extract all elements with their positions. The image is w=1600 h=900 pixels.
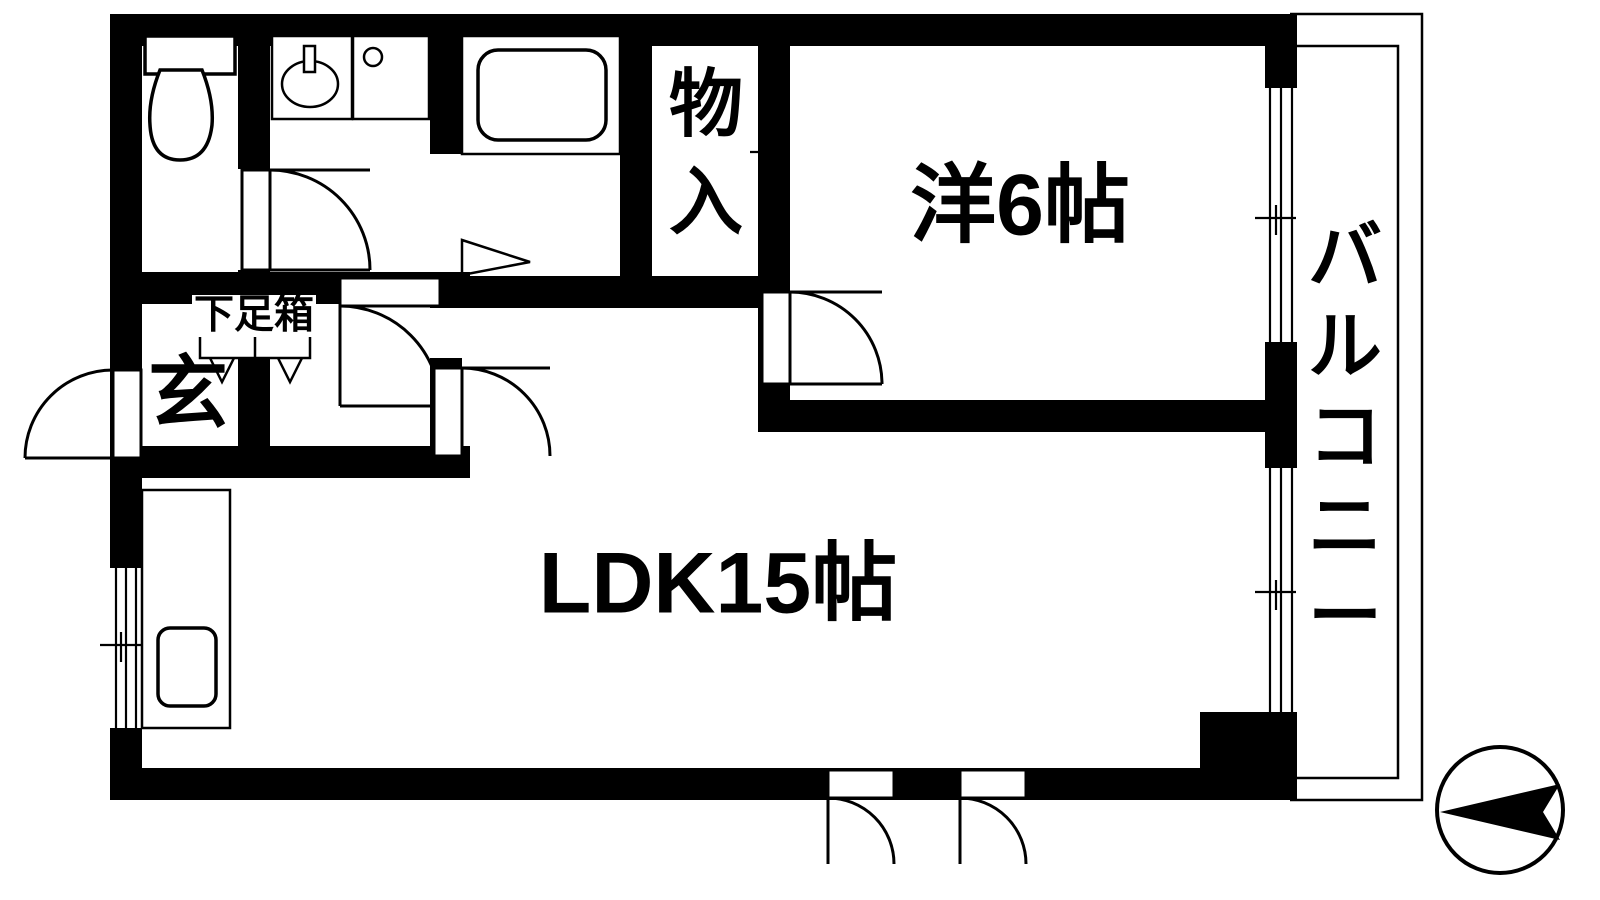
washing-machine-outline — [351, 34, 431, 121]
balcony-outline — [1290, 12, 1424, 802]
room-label-western: 洋6帖 — [910, 158, 1130, 254]
room-label-shoe-box: 下足箱 — [194, 293, 314, 337]
wall-hall-bottom — [110, 446, 470, 478]
toilet-door-leaf[interactable] — [240, 168, 272, 272]
balcony-inner-edge — [1297, 44, 1400, 780]
room-label-storage-char1: 物 — [669, 63, 743, 146]
balcony-outer-edge — [1290, 12, 1424, 802]
wall-bath-right — [620, 14, 652, 276]
washbasin-fixture — [270, 34, 354, 121]
room-label-entrance: 玄 — [148, 349, 228, 438]
washing-machine-space — [351, 34, 431, 121]
balcony-label-char-0: バ — [1308, 215, 1382, 298]
bathtub-basin — [476, 48, 608, 142]
wall-entrance-frame-top — [110, 340, 142, 370]
ldk-bottom-door-right-swing — [959, 796, 1028, 865]
balcony-label-char-2: コ — [1308, 395, 1382, 478]
kitchen-sink-basin — [156, 626, 218, 708]
hall-ldk-door-leaf[interactable] — [432, 366, 464, 458]
entrance-door-leaf[interactable] — [111, 368, 143, 460]
shoe-box-label-bg — [192, 295, 316, 337]
wall-ldk-notch — [1200, 712, 1297, 800]
ldk-bottom-door-left-leaf[interactable] — [826, 768, 896, 800]
room-label-ldk: LDK15帖 — [539, 536, 897, 632]
compass-needle-west — [1440, 784, 1560, 840]
balcony-label-char-1: ル — [1308, 305, 1382, 388]
bedroom-door[interactable] — [760, 290, 884, 386]
ldk-bottom-door-right-leaf[interactable] — [958, 768, 1028, 800]
washbasin-faucet — [302, 44, 317, 74]
drain-hole — [362, 46, 384, 68]
compass-rose — [1435, 745, 1565, 875]
wall-right-top — [1265, 14, 1297, 88]
toilet-bowl — [147, 68, 215, 162]
toilet-door[interactable] — [240, 168, 372, 272]
kitchen-sink-fixture — [140, 488, 232, 730]
washroom-hall-door[interactable] — [338, 276, 442, 408]
hall-ldk-door[interactable] — [432, 366, 552, 458]
wall-bottom-exterior — [110, 768, 1295, 800]
balcony-label-char-3: ニ — [1308, 485, 1382, 568]
entrance-door-swing-arc — [23, 368, 114, 459]
bath-folding-door[interactable] — [460, 238, 531, 277]
toilet-door-swing-arc — [269, 168, 372, 271]
storage-sliding-doors[interactable] — [750, 36, 790, 272]
wall-toilet-right-upper — [238, 14, 270, 169]
bedroom-door-swing — [789, 290, 884, 385]
room-label-storage-char2: 入 — [669, 161, 743, 244]
balcony-label-char-4: ー — [1308, 575, 1382, 658]
washroom-hall-door-swing — [339, 304, 442, 407]
bedroom-door-leaf[interactable] — [760, 290, 792, 386]
wall-bedroom-bottom — [758, 400, 1297, 432]
entrance-door[interactable] — [23, 368, 143, 460]
wall-washroom-right-upper — [430, 14, 462, 154]
washroom-hall-door-leaf[interactable] — [338, 276, 442, 308]
toilet-fixture — [143, 34, 237, 162]
wall-storage-right — [758, 14, 790, 308]
ldk-bottom-door-right[interactable] — [958, 768, 1028, 865]
bedroom-balcony-window[interactable] — [1255, 88, 1296, 342]
toilet-tank — [143, 34, 237, 76]
bathtub-fixture — [460, 34, 622, 156]
ldk-bottom-door-left-swing — [827, 796, 896, 865]
bathroom-door-marker[interactable] — [460, 238, 531, 277]
wall-under-bath — [430, 276, 652, 308]
shoe-box-open-marker-right — [276, 357, 304, 385]
ldk-balcony-window[interactable] — [1255, 468, 1296, 712]
ldk-bottom-door-left[interactable] — [826, 768, 896, 865]
kitchen-window[interactable] — [100, 568, 142, 728]
shoe-box-open-marker-left — [208, 357, 236, 385]
wall-left-ldk-upper — [110, 478, 142, 568]
hall-ldk-door-swing — [461, 366, 552, 457]
